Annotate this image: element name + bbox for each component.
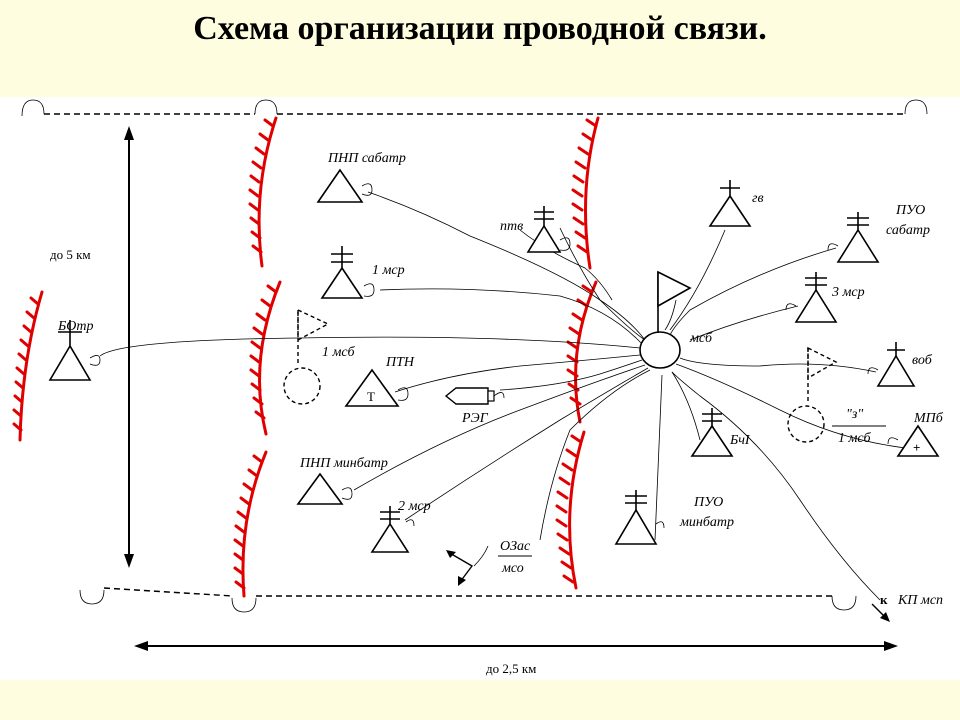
svg-text:+: + [913,440,920,455]
svg-text:T: T [367,389,375,404]
front-line-left [12,290,44,442]
kp-msp-direction: к КП мсп [871,592,943,622]
pnp-sabatr-label: ПНП сабатр [327,151,406,166]
reg-label: РЭГ [461,411,489,426]
msb1-right-label: 1 мсб [838,431,871,446]
bo-tr-node: БОтр [48,319,101,381]
msb-label: мсб [689,331,713,346]
kp-msp-label: КП мсп [897,593,943,608]
ptn-label: ПТН [385,355,415,370]
ptv-label: птв [500,219,523,234]
msb1-left-node: 1 мсб [283,308,355,405]
top-boundary [21,99,928,117]
msr3-label: 3 мср [831,285,865,300]
msr2-label: 2 мср [398,499,431,514]
bo-tr-label: БОтр [57,319,93,334]
front-line-right [555,116,600,590]
mpb-label: МПб [913,411,944,426]
diagram-area: до 5 км до 2,5 км [0,97,960,680]
ozas-label: ОЗас [500,539,531,554]
puo-minbatr-bottom-label: минбатр [679,515,734,530]
ozas-mso-node: ОЗас мсо [446,539,532,586]
pnp-sabatr-node: ПНП сабатр [316,151,406,203]
msr2-node: 2 мср [370,499,431,553]
z-label: "з" [846,407,863,422]
horizontal-distance-label: до 2,5 км [486,661,536,676]
pnp-minbatr-label: ПНП минбатр [299,456,388,471]
msr1-node: 1 мср [320,246,405,299]
puo-sabatr-top-label: ПУО [895,203,925,218]
bchi-node: БчI [690,408,751,457]
vob-label: воб [912,353,933,368]
central-node-msb: мсб [639,270,713,369]
bchi-label: БчI [729,433,751,448]
puo-sabatr-node: ПУО сабатр [827,203,930,263]
vertical-distance-arrow: до 5 км [48,126,134,568]
msr1-label: 1 мср [372,263,405,278]
msb1-left-label: 1 мсб [322,345,355,360]
puo-minbatr-top-label: ПУО [693,495,723,510]
communication-diagram: до 5 км до 2,5 км [12,99,944,676]
msr3-node: 3 мср [785,272,865,323]
gv-node: гв [708,180,764,227]
z-msb1-right-node: "з" 1 мсб [787,346,886,446]
horizontal-distance-arrow: до 2,5 км [134,641,898,676]
mso-label: мсо [501,561,524,576]
k-label: к [880,592,888,607]
puo-minbatr-node: ПУО минбатр [614,490,734,545]
vob-node: воб [867,342,933,387]
pnp-minbatr-node: ПНП минбатр [296,456,388,505]
front-line-middle [233,116,282,598]
slide-title: Схема организации проводной связи. [193,10,767,47]
puo-sabatr-bottom-label: сабатр [886,223,930,238]
flag-icon [657,270,692,308]
ptn-node: T ПТН [344,355,415,407]
mpb-node: + МПб [887,411,944,457]
reg-node: РЭГ [444,387,505,426]
gv-label: гв [752,191,764,206]
ptv-node: птв [500,206,571,253]
vertical-distance-label: до 5 км [50,247,91,262]
bottom-boundary [79,587,857,613]
